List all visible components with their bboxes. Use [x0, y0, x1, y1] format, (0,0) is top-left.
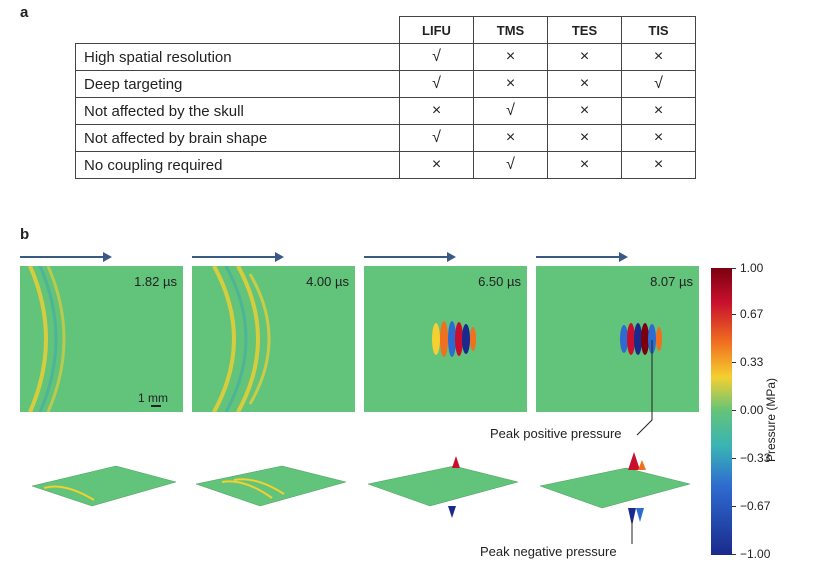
row-mark: × [473, 43, 548, 71]
table-row: No coupling required × √ × × [75, 151, 696, 179]
colorbar-tick-line [732, 458, 736, 459]
colorbar-title: Pressure (MPa) [764, 377, 778, 462]
row-mark: × [547, 97, 622, 125]
time-label: 6.50 µs [478, 274, 521, 289]
panel-a-label: a [20, 4, 29, 21]
row-mark: × [547, 70, 622, 98]
colorbar-tick-label: 0.67 [740, 307, 764, 321]
row-mark: × [473, 124, 548, 152]
wavefront-graphic [28, 266, 66, 412]
pressure-colorbar [711, 268, 732, 555]
row-mark: √ [473, 151, 548, 179]
row-mark: √ [621, 70, 696, 98]
pressure-frame-4: 8.07 µs [536, 266, 699, 412]
time-label: 4.00 µs [306, 274, 349, 289]
table-header-blank [75, 16, 400, 44]
scale-bar [151, 405, 161, 407]
colorbar-tick-label: 0.00 [740, 403, 764, 417]
row-mark: × [621, 43, 696, 71]
pressure-surface-2 [195, 465, 347, 507]
row-mark: √ [399, 43, 474, 71]
table-row: Not affected by brain shape √ × × × [75, 124, 696, 152]
annotation-peak-negative: Peak negative pressure [480, 544, 617, 559]
time-label: 8.07 µs [650, 274, 693, 289]
row-mark: √ [399, 124, 474, 152]
colorbar-tick-line [732, 410, 736, 411]
propagation-arrow [192, 252, 284, 262]
time-label: 1.82 µs [134, 274, 177, 289]
row-mark: √ [399, 70, 474, 98]
pressure-frame-2: 4.00 µs [192, 266, 355, 412]
annotation-peak-positive: Peak positive pressure [490, 426, 622, 441]
colorbar-tick-label: −0.33 [740, 451, 771, 465]
row-mark: × [399, 151, 474, 179]
row-feature: Not affected by the skull [75, 97, 400, 125]
colorbar-tick-line [732, 268, 736, 269]
row-mark: × [547, 124, 622, 152]
row-mark: × [621, 97, 696, 125]
colorbar-tick-line [732, 506, 736, 507]
row-feature: Deep targeting [75, 70, 400, 98]
row-feature: No coupling required [75, 151, 400, 179]
colorbar-tick-label: 1.00 [740, 261, 764, 275]
pressure-surface-1 [31, 465, 177, 507]
table-header-row: LIFU TMS TES TIS [75, 16, 696, 44]
scale-bar-label: 1 mm [138, 391, 168, 405]
row-feature: Not affected by brain shape [75, 124, 400, 152]
colorbar-tick-label: 0.33 [740, 355, 764, 369]
colorbar-tick-line [732, 554, 736, 555]
annotation-leader-negative [631, 520, 633, 544]
focal-graphic [620, 323, 662, 355]
column-header-lifu: LIFU [399, 16, 474, 44]
column-header-tms: TMS [473, 16, 548, 44]
row-mark: × [473, 70, 548, 98]
row-mark: × [547, 43, 622, 71]
table-row: High spatial resolution √ × × × [75, 43, 696, 71]
wavefront-graphic [212, 266, 271, 412]
colorbar-tick-line [732, 314, 736, 315]
row-mark: × [547, 151, 622, 179]
pressure-frame-1: 1.82 µs 1 mm [20, 266, 183, 412]
row-feature: High spatial resolution [75, 43, 400, 71]
row-mark: √ [473, 97, 548, 125]
table-row: Not affected by the skull × √ × × [75, 97, 696, 125]
column-header-tis: TIS [621, 16, 696, 44]
pressure-frame-3: 6.50 µs [364, 266, 527, 412]
propagation-arrow [364, 252, 456, 262]
propagation-arrow [20, 252, 112, 262]
colorbar-tick-label: −0.67 [740, 499, 771, 513]
colorbar-tick-line [732, 362, 736, 363]
colorbar-tick-label: −1.00 [740, 547, 771, 561]
panel-b-label: b [20, 226, 30, 243]
annotation-leader-positive [636, 340, 653, 436]
pressure-surface-4 [539, 452, 691, 526]
row-mark: × [399, 97, 474, 125]
column-header-tes: TES [547, 16, 622, 44]
row-mark: × [621, 151, 696, 179]
row-mark: × [621, 124, 696, 152]
propagation-arrow [536, 252, 628, 262]
focal-graphic [432, 321, 476, 357]
table-row: Deep targeting √ × × √ [75, 70, 696, 98]
pressure-surface-3 [367, 456, 519, 518]
comparison-table: LIFU TMS TES TIS High spatial resolution… [75, 16, 696, 179]
